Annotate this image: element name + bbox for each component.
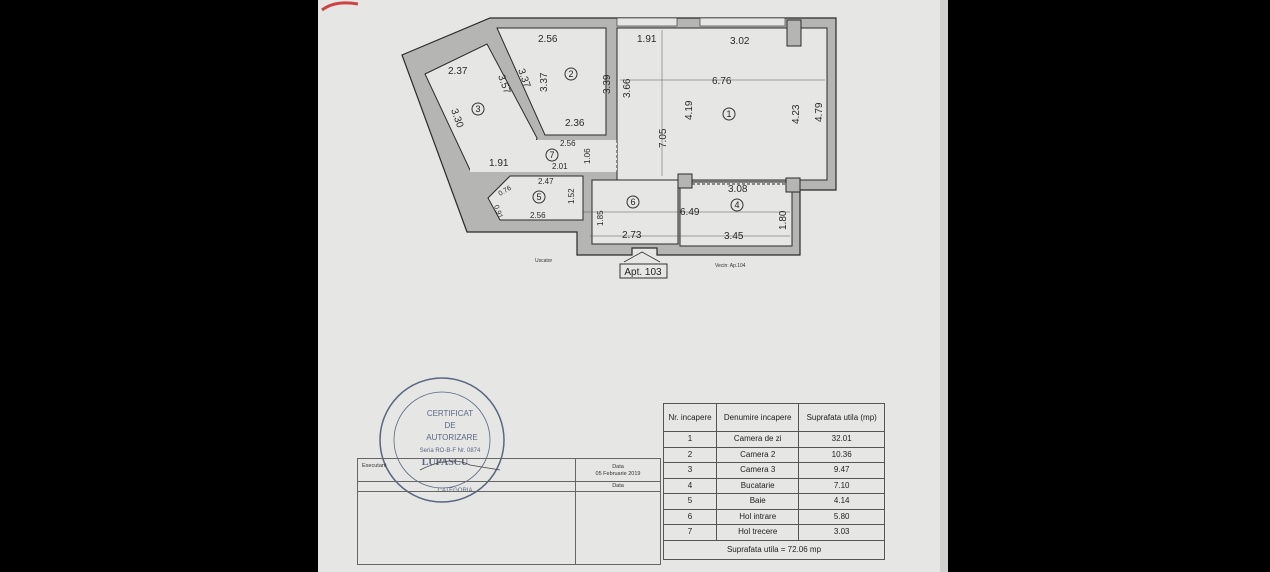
- window: [616, 17, 678, 27]
- rooms-table: Nr. incapere Denumire incapere Suprafata…: [662, 403, 885, 560]
- corner-stamp-fragment: [321, 1, 359, 12]
- svg-text:7.05: 7.05: [658, 128, 669, 148]
- header-area: Suprafata utila (mp): [798, 403, 885, 432]
- svg-text:2.01: 2.01: [552, 162, 568, 171]
- entrance-arrow-icon: [623, 251, 661, 263]
- svg-text:1.06: 1.06: [583, 148, 592, 164]
- room-5: [487, 175, 584, 221]
- room-7: [470, 140, 617, 172]
- svg-text:3: 3: [475, 104, 480, 114]
- svg-text:3.08: 3.08: [728, 184, 748, 195]
- svg-text:CERTIFICAT: CERTIFICAT: [427, 409, 473, 418]
- svg-text:1.52: 1.52: [567, 188, 576, 204]
- svg-text:6: 6: [630, 197, 635, 207]
- svg-text:LUPASCU: LUPASCU: [422, 457, 468, 468]
- date-label: Data: [612, 464, 624, 470]
- dimension-labels: 2.56 1.91 3.02 2.37 3.57 3.37 3.37 3.39 …: [448, 34, 825, 242]
- header-name: Denumire incapere: [716, 403, 800, 432]
- date-value: 05 Februarie 2019: [595, 471, 641, 477]
- svg-text:7: 7: [549, 150, 554, 160]
- svg-text:DE: DE: [444, 421, 455, 430]
- svg-text:2: 2: [568, 69, 573, 79]
- room-number-markers: 1 2 3 4 5 6 7: [471, 67, 744, 212]
- svg-text:1: 1: [726, 109, 731, 119]
- executant-form: Executant Data 05 Februarie 2019 Data: [357, 458, 661, 565]
- svg-text:5: 5: [536, 192, 541, 202]
- svg-text:1.80: 1.80: [778, 210, 789, 230]
- svg-text:4.19: 4.19: [684, 100, 695, 120]
- table-header: Nr. incapere Denumire incapere Suprafata…: [662, 403, 885, 432]
- dimension-lines: [583, 30, 825, 237]
- pillar: [677, 173, 693, 189]
- svg-text:6.49: 6.49: [680, 207, 700, 218]
- svg-text:2.56: 2.56: [538, 34, 558, 45]
- svg-text:Seria RO-B-F Nr. 0874: Seria RO-B-F Nr. 0874: [420, 448, 481, 454]
- svg-text:2.36: 2.36: [565, 118, 585, 129]
- svg-text:4.23: 4.23: [791, 104, 802, 124]
- pillar: [785, 177, 801, 193]
- right-note: Vecin: Ap.104: [715, 263, 746, 269]
- svg-text:4: 4: [734, 200, 739, 210]
- svg-text:3.45: 3.45: [724, 231, 744, 242]
- executant-label: Executant: [362, 463, 387, 469]
- svg-text:3.37: 3.37: [539, 72, 550, 92]
- svg-text:3.66: 3.66: [622, 78, 633, 98]
- svg-text:AUTORIZARE: AUTORIZARE: [426, 433, 477, 442]
- svg-text:1.91: 1.91: [637, 34, 657, 45]
- svg-text:3.02: 3.02: [730, 36, 750, 47]
- room-1: [616, 27, 828, 181]
- date-label-2: Data: [612, 483, 624, 489]
- svg-text:4.79: 4.79: [814, 102, 825, 122]
- svg-text:2.47: 2.47: [538, 177, 554, 186]
- room-2: [496, 27, 607, 136]
- apartment-label-box: [619, 263, 668, 279]
- left-note: Uscator: [535, 258, 553, 264]
- svg-text:0.91: 0.91: [492, 204, 503, 219]
- table-total: Suprafata utila = 72.06 mp: [663, 539, 885, 560]
- svg-text:2.56: 2.56: [560, 139, 576, 148]
- header-nr: Nr. incapere: [662, 403, 718, 432]
- pillar: [786, 19, 802, 47]
- svg-text:3.39: 3.39: [602, 74, 613, 94]
- window: [699, 17, 786, 27]
- svg-text:2.37: 2.37: [448, 66, 468, 77]
- svg-text:2.73: 2.73: [622, 230, 642, 241]
- svg-text:1.91: 1.91: [489, 158, 509, 169]
- svg-text:2.56: 2.56: [530, 211, 546, 220]
- apartment-label: Apt. 103: [624, 267, 662, 278]
- paper-edge: [940, 0, 948, 572]
- svg-text:1.85: 1.85: [596, 210, 605, 226]
- svg-text:6.76: 6.76: [712, 76, 732, 87]
